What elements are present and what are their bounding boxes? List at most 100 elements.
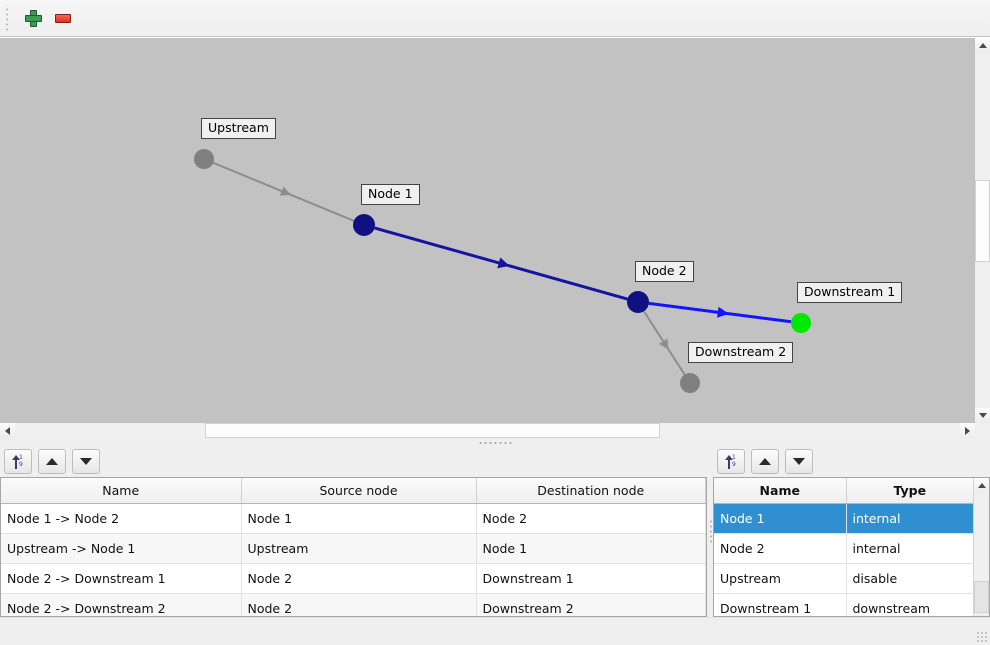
edges-cell-name: Node 2 -> Downstream 1 <box>1 563 242 594</box>
nodes-cell-name: Upstream <box>714 563 847 594</box>
nodes-move-down-button[interactable] <box>785 449 813 474</box>
graph-node-label-downstream1[interactable]: Downstream 1 <box>797 282 903 303</box>
plus-icon <box>24 9 42 27</box>
splitter-grip-icon <box>708 518 712 545</box>
vertical-splitter[interactable] <box>707 446 713 617</box>
scroll-down-button[interactable] <box>975 408 990 423</box>
nodes-col-name[interactable]: Name <box>714 478 847 504</box>
nodes-cell-type: internal <box>846 533 974 564</box>
nodes-cell-type: disable <box>846 563 974 594</box>
main-toolbar <box>0 0 990 37</box>
canvas-vertical-scrollbar[interactable] <box>974 38 990 423</box>
edges-cell-destination: Node 2 <box>476 503 706 534</box>
graph-edge-arrow-node2-downstream2 <box>659 338 669 350</box>
nodes-cell-name: Node 2 <box>714 533 847 564</box>
edges-cell-name: Node 2 -> Downstream 2 <box>1 593 242 616</box>
status-bar <box>0 617 990 645</box>
edges-table-container[interactable]: Name Source node Destination node Node 1… <box>0 477 707 617</box>
graph-edge-arrow-node2-downstream1 <box>717 306 729 318</box>
edges-col-destination[interactable]: Destination node <box>476 478 706 504</box>
scrollbar-corner <box>975 423 990 438</box>
triangle-up-icon <box>759 458 771 465</box>
graph-node-label-downstream2[interactable]: Downstream 2 <box>688 342 794 363</box>
edges-cell-source: Node 2 <box>241 563 477 594</box>
add-button[interactable] <box>18 4 48 32</box>
edges-cell-name: Upstream -> Node 1 <box>1 533 242 564</box>
edges-table-header-row: Name Source node Destination node <box>1 478 706 504</box>
horizontal-splitter[interactable] <box>0 438 990 446</box>
nodes-table-vertical-scrollbar[interactable] <box>973 478 989 616</box>
remove-button[interactable] <box>48 4 78 32</box>
edges-cell-destination: Node 1 <box>476 533 706 564</box>
nodes-table-header-row: Name Type <box>714 478 974 504</box>
canvas-vscroll-thumb[interactable] <box>975 180 990 262</box>
graph-node-label-upstream[interactable]: Upstream <box>201 118 276 139</box>
scroll-right-button[interactable] <box>960 423 975 438</box>
edges-cell-name: Node 1 -> Node 2 <box>1 503 242 534</box>
window-resize-grip[interactable] <box>976 631 988 643</box>
triangle-right-icon <box>965 426 970 435</box>
graph-node-label-node2[interactable]: Node 2 <box>635 261 694 282</box>
edges-cell-destination: Downstream 1 <box>476 563 706 594</box>
canvas-horizontal-scrollbar[interactable] <box>0 422 975 438</box>
minus-icon <box>55 13 71 23</box>
graph-node-node1[interactable] <box>353 214 375 236</box>
graph-node-downstream1[interactable] <box>791 313 811 333</box>
triangle-up-icon <box>978 43 987 48</box>
nodes-col-type[interactable]: Type <box>846 478 974 504</box>
graph-node-downstream2[interactable] <box>680 373 700 393</box>
scroll-up-button[interactable] <box>975 38 990 53</box>
graph-node-node2[interactable] <box>627 291 649 313</box>
nodes-move-up-button[interactable] <box>751 449 779 474</box>
edges-cell-destination: Downstream 2 <box>476 593 706 616</box>
toolbar-drag-handle[interactable] <box>4 5 12 31</box>
graph-edge-arrow-node1-node2 <box>497 257 510 269</box>
nodes-cell-type: internal <box>846 503 974 534</box>
edges-cell-source: Node 1 <box>241 503 477 534</box>
edges-move-down-button[interactable] <box>72 449 100 474</box>
edges-cell-source: Node 2 <box>241 593 477 616</box>
nodes-table-vscroll-thumb[interactable] <box>974 581 989 613</box>
triangle-down-icon <box>793 458 805 465</box>
edges-table[interactable]: Name Source node Destination node Node 1… <box>1 478 706 616</box>
edges-col-name[interactable]: Name <box>1 478 242 504</box>
scroll-left-button[interactable] <box>0 423 15 438</box>
edges-move-up-button[interactable] <box>38 449 66 474</box>
nodes-cell-name: Node 1 <box>714 503 847 534</box>
graph-node-upstream[interactable] <box>194 149 214 169</box>
canvas-hscroll-thumb[interactable] <box>205 423 660 438</box>
triangle-down-icon <box>80 458 92 465</box>
nodes-cell-name: Downstream 1 <box>714 593 847 616</box>
graph-edges-layer <box>212 161 792 376</box>
splitter-grip-icon <box>478 440 512 444</box>
edges-col-source[interactable]: Source node <box>241 478 477 504</box>
triangle-up-icon <box>977 483 986 488</box>
graph-node-label-node1[interactable]: Node 1 <box>361 184 420 205</box>
scroll-up-button[interactable] <box>974 478 989 493</box>
triangle-up-icon <box>46 458 58 465</box>
nodes-cell-type: downstream <box>846 593 974 616</box>
